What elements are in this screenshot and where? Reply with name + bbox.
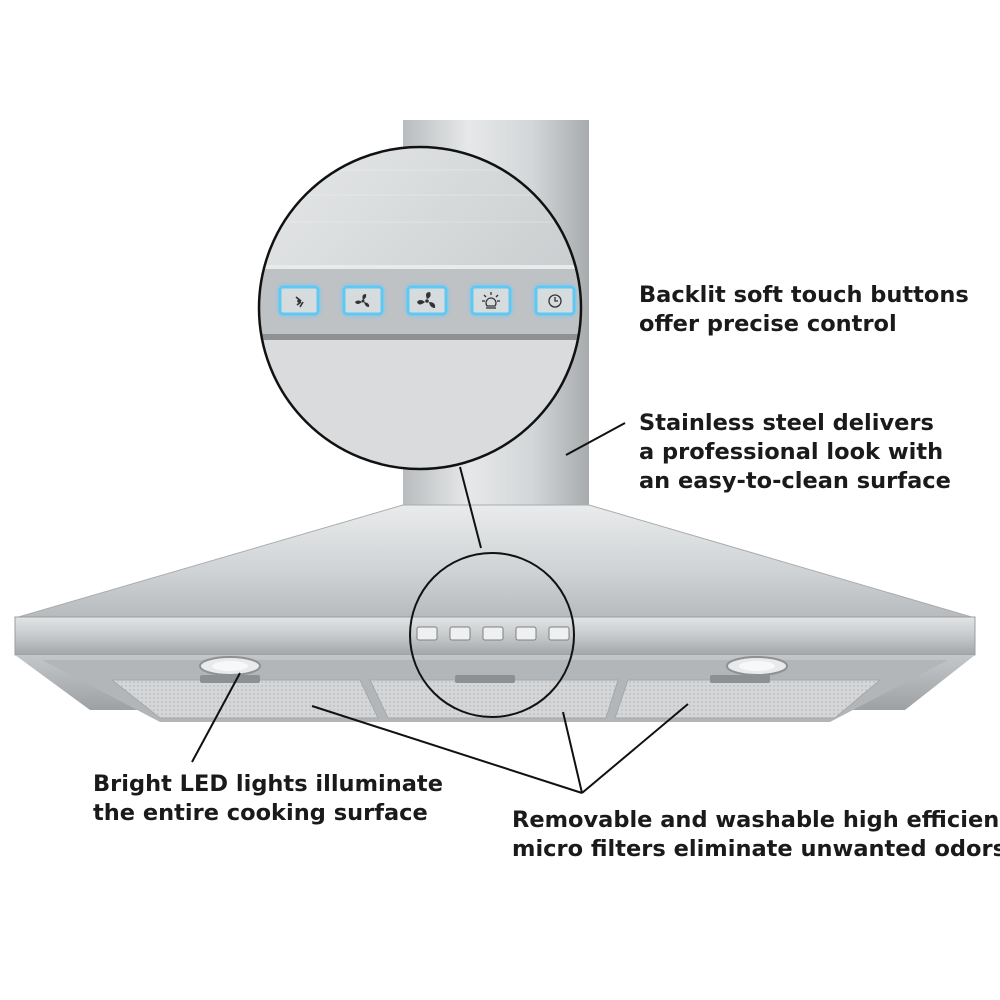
hood-control-panel <box>416 626 570 641</box>
micro-filters <box>110 675 882 719</box>
fan-medium-icon <box>355 294 370 307</box>
callout-text: a professional look with <box>639 439 944 465</box>
callout-micro-filters: Removable and washable high efficiency m… <box>512 806 1000 864</box>
callout-text: the entire cooking surface <box>93 800 428 826</box>
hood-button-fan-high <box>482 626 504 641</box>
filter-right <box>614 679 882 719</box>
callout-stainless-steel: Stainless steel delivers a professional … <box>639 409 951 496</box>
timer-icon <box>548 294 562 308</box>
control-highlight-circle <box>409 552 575 718</box>
callout-led-lights: Bright LED lights illuminate the entire … <box>93 770 443 828</box>
hood-button-light <box>515 626 537 641</box>
callout-text: an easy-to-clean surface <box>639 468 951 494</box>
light-icon <box>482 292 500 309</box>
callout-text: Bright LED lights illuminate <box>93 771 443 797</box>
filter-left <box>110 679 379 719</box>
hood-button-timer <box>548 626 570 641</box>
filters-callout-lines <box>311 703 689 794</box>
callout-text: Removable and washable high efficiency <box>512 807 1000 833</box>
zoom-connector-line <box>459 466 482 549</box>
steel-callout-line <box>565 422 626 456</box>
filter-center <box>369 679 619 719</box>
callout-text: Stainless steel delivers <box>639 410 934 436</box>
fan-high-icon <box>417 292 436 308</box>
fan-low-icon <box>295 296 304 308</box>
callout-backlit-buttons: Backlit soft touch buttons offer precise… <box>639 281 969 339</box>
callout-text: offer precise control <box>639 311 897 337</box>
hood-button-fan-medium <box>449 626 471 641</box>
hood-canopy <box>14 504 976 619</box>
led-callout-line <box>191 672 241 763</box>
backlit-button-light <box>470 285 512 316</box>
callout-text: Backlit soft touch buttons <box>639 282 969 308</box>
callout-text: micro filters eliminate unwanted odors <box>512 836 1000 862</box>
hood-button-fan-low <box>416 626 438 641</box>
led-lights <box>199 656 788 676</box>
